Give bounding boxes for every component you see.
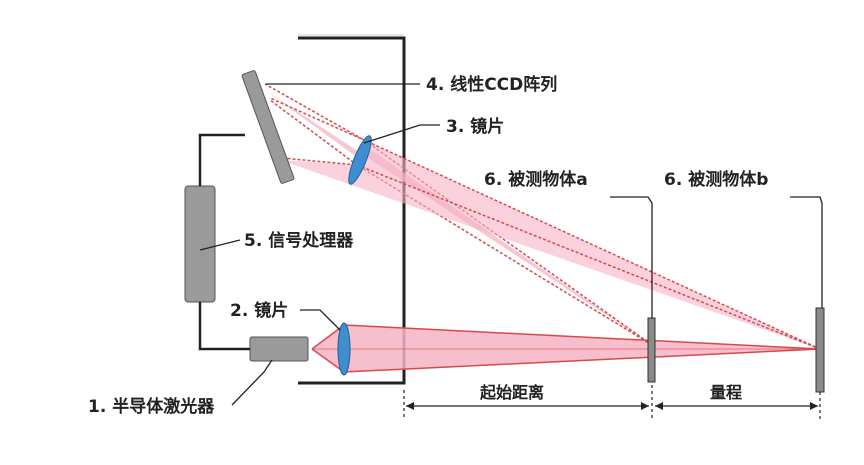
lens-3 (348, 135, 372, 185)
leader-target-b (790, 196, 823, 308)
leader-laser (231, 359, 273, 406)
lens-2 (337, 322, 351, 376)
dim-arrow-range-l (655, 402, 663, 410)
label-lens3: 3. 镜片 (446, 116, 504, 137)
leader-lens3 (363, 124, 440, 144)
label-target-a: 6. 被测物体a (484, 169, 588, 190)
label-lens2: 2. 镜片 (230, 300, 288, 321)
ccd-array (241, 70, 295, 184)
label-processor: 5. 信号处理器 (244, 230, 354, 251)
label-start-distance: 起始距离 (479, 383, 544, 402)
label-laser: 1. 半导体激光器 (88, 396, 215, 417)
signal-processor (184, 185, 216, 303)
return-beam-b-edge2 (281, 157, 821, 350)
leader-lens2 (300, 309, 341, 331)
leader-target-a (610, 196, 653, 318)
return-beam-b (280, 140, 820, 349)
target-object-a (647, 317, 656, 383)
return-beam-a-edge (264, 83, 653, 346)
label-range: 量程 (710, 383, 742, 402)
label-target-b: 6. 被测物体b (664, 169, 768, 190)
dim-arrow-range-r (810, 402, 818, 410)
dim-arrow-start-r (641, 402, 649, 410)
laser-diode (249, 336, 309, 362)
wire-ccd-processor (198, 133, 245, 186)
leader-processor (199, 239, 241, 251)
sensor-housing (298, 36, 406, 385)
return-beam-b-edge (269, 97, 821, 350)
label-ccd: 4. 线性CCD阵列 (426, 74, 557, 95)
wire-processor-laser (198, 302, 250, 351)
target-object-b (815, 307, 825, 393)
dim-arrow-start-l (406, 402, 414, 410)
